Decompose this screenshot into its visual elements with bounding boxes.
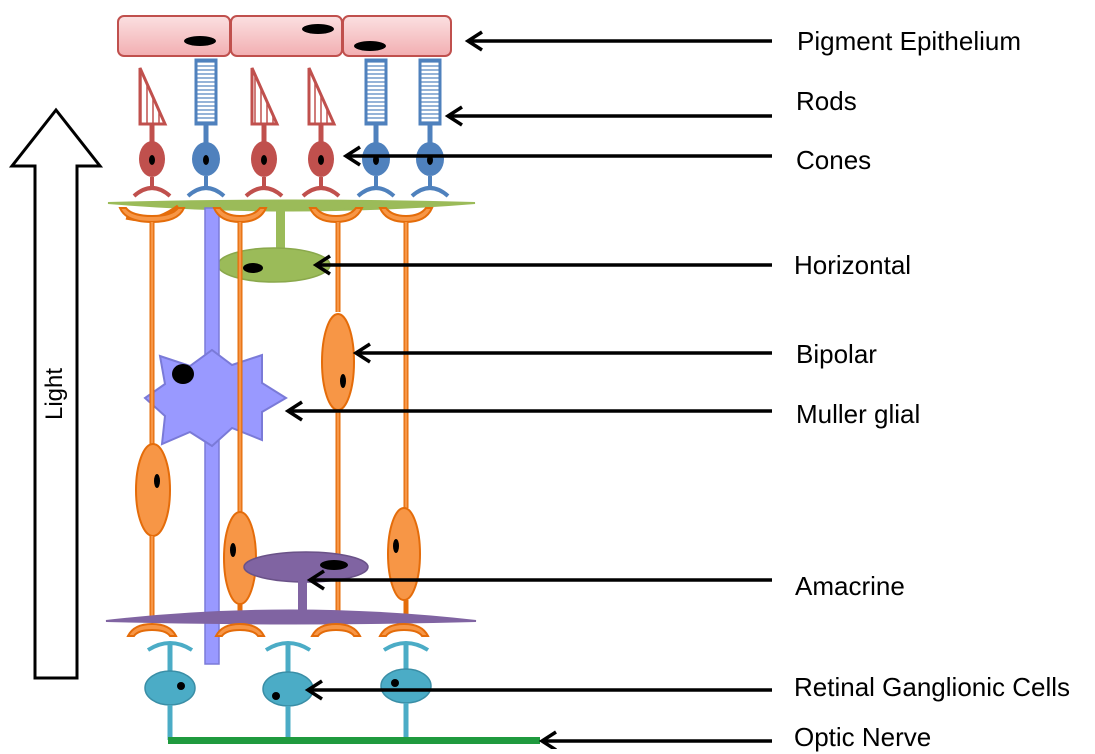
- cone-cell: [134, 68, 170, 196]
- label-pigment-epithelium: Pigment Epithelium: [797, 28, 1021, 54]
- label-optic-nerve: Optic Nerve: [794, 724, 931, 750]
- bipolar-cell: [380, 208, 432, 620]
- label-cones: Cones: [796, 147, 871, 173]
- label-rods: Rods: [796, 88, 857, 114]
- rod-cell: [358, 60, 394, 196]
- optic-nerve: [168, 737, 540, 744]
- label-amacrine: Amacrine: [795, 573, 905, 599]
- bipolar-terminals: [128, 624, 428, 636]
- label-muller-glial: Muller glial: [796, 401, 920, 427]
- rod-cell: [412, 60, 448, 196]
- light-label: Light: [41, 349, 69, 439]
- pigment-epithelium: [118, 16, 451, 56]
- cone-cell: [303, 68, 339, 196]
- label-horizontal: Horizontal: [794, 252, 911, 278]
- cone-cell: [246, 68, 282, 196]
- label-retinal-ganglionic-cells: Retinal Ganglionic Cells: [794, 674, 1070, 700]
- ganglion-cell: [145, 643, 195, 740]
- pointer-arrows: [290, 41, 772, 741]
- label-bipolar: Bipolar: [796, 341, 877, 367]
- ganglion-cell: [263, 643, 313, 740]
- rod-cell: [188, 60, 224, 196]
